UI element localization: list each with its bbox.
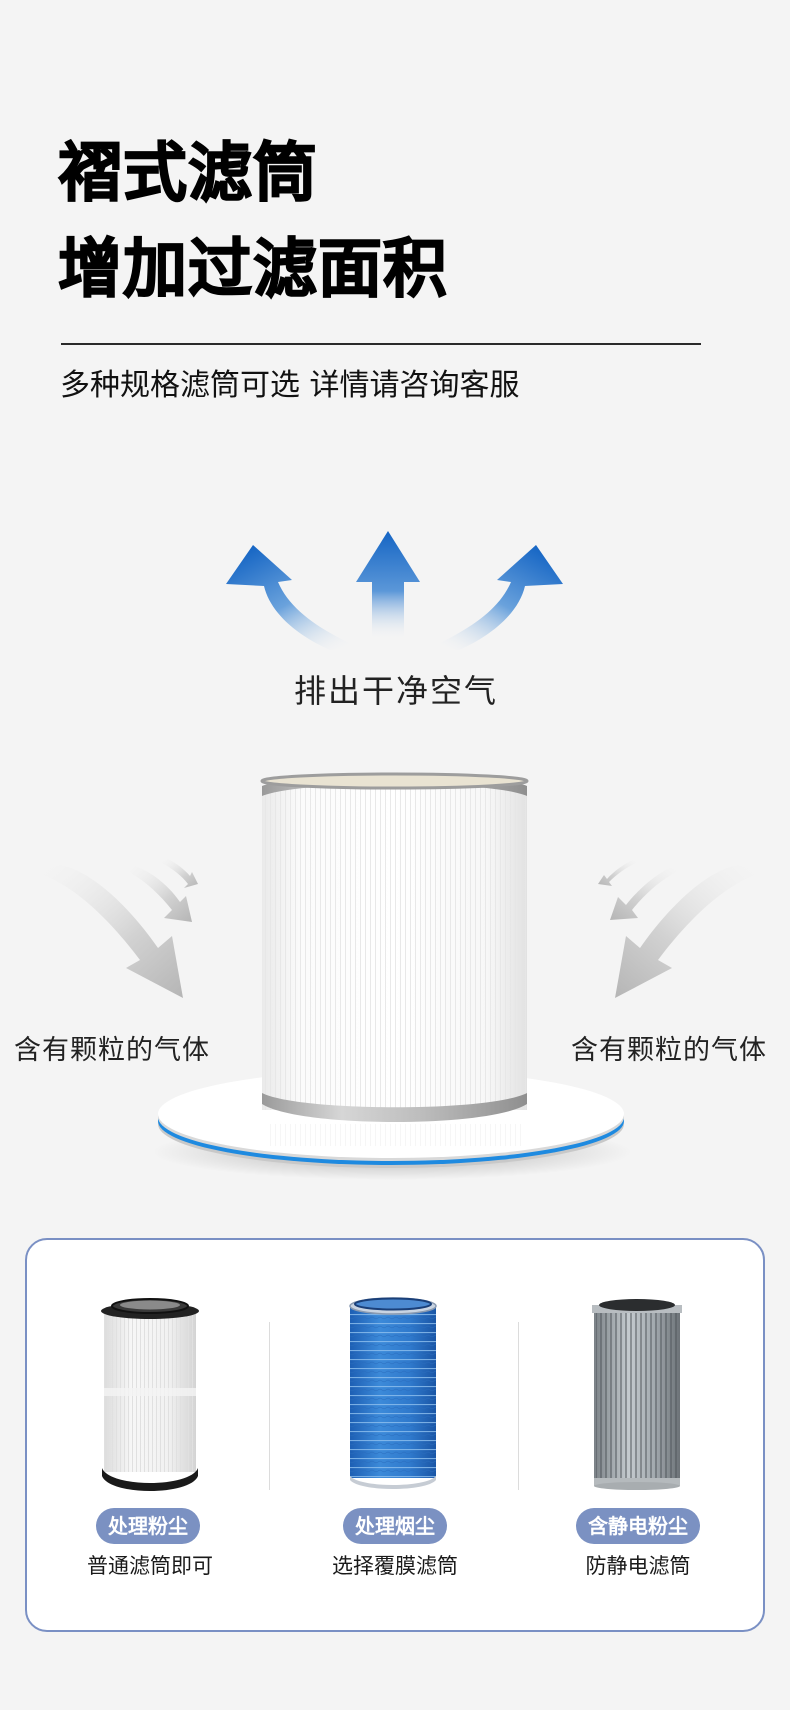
- arrow-up-icon: [356, 531, 420, 640]
- curved-arrow-down-right-icon: [160, 859, 198, 888]
- page-title-line-1: 褶式滤筒: [57, 137, 318, 211]
- inflow-arrows-right: [598, 858, 766, 998]
- pleated-filter-cartridge: [260, 772, 529, 1146]
- header-divider: [61, 343, 701, 345]
- option-badge-dust: 处理粉尘: [96, 1508, 200, 1544]
- page-title-line-2: 增加过滤面积: [57, 233, 448, 307]
- column-divider-2: [518, 1322, 519, 1490]
- option-caption-dust: 普通滤筒即可: [87, 1554, 213, 1578]
- inflow-label-left: 含有颗粒的气体: [14, 1035, 210, 1066]
- option-caption-smoke: 选择覆膜滤筒: [332, 1554, 458, 1578]
- inflow-label-right: 含有颗粒的气体: [571, 1035, 767, 1066]
- blue-coated-filter-image: [349, 1297, 437, 1489]
- inflow-arrows-left: [32, 859, 198, 998]
- curved-arrow-down-left-icon: [615, 865, 766, 998]
- curved-arrow-down-left-icon: [598, 858, 636, 886]
- white-pleated-filter-image: [101, 1298, 199, 1491]
- column-divider-1: [269, 1322, 270, 1490]
- airflow-diagram: [32, 531, 766, 1180]
- page-subtitle: 多种规格滤筒可选 详情请咨询客服: [60, 368, 520, 403]
- curved-arrow-up-left-icon: [226, 545, 360, 650]
- outflow-label: 排出干净空气: [294, 672, 499, 710]
- gray-antistatic-filter-image: [592, 1299, 682, 1490]
- curved-arrow-up-right-icon: [429, 545, 563, 650]
- curved-arrow-down-left-icon: [610, 866, 680, 920]
- option-caption-static: 防静电滤筒: [585, 1554, 691, 1578]
- bottom-strip: [0, 1710, 790, 1714]
- outflow-arrows: [226, 531, 563, 650]
- curved-arrow-down-right-icon: [32, 865, 183, 998]
- option-badge-smoke: 处理烟尘: [343, 1508, 447, 1544]
- option-badge-static: 含静电粉尘: [576, 1508, 700, 1544]
- curved-arrow-down-right-icon: [125, 866, 192, 922]
